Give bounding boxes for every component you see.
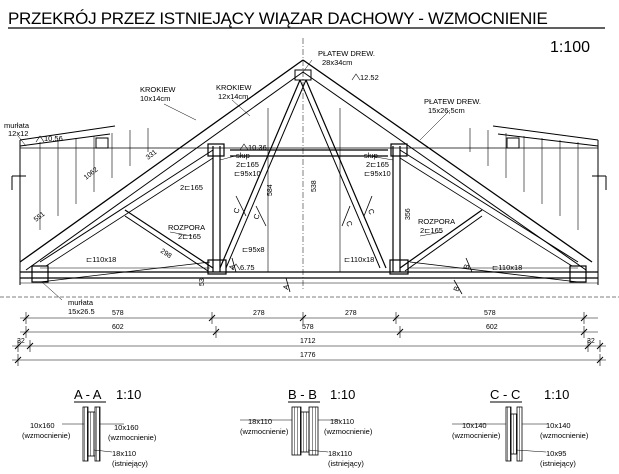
- wallplate-bottom-name: murłata: [68, 298, 94, 307]
- dim-row3-b: 1712: [300, 338, 316, 345]
- section-mark-a1: A: [281, 284, 291, 291]
- rafter1-name: KROKIEW: [140, 85, 176, 94]
- dim-row3-c: 32: [587, 338, 595, 345]
- section-cc-right-size: 10x140: [546, 421, 571, 430]
- ridge-purlin-name: PŁATEW DREW.: [318, 49, 375, 58]
- post-right-plate: ⊏95x10: [364, 169, 391, 178]
- dim-row4: 1776: [300, 352, 316, 359]
- dim-584: 584: [267, 184, 274, 196]
- gusset-plate: ⊏95x8: [242, 245, 265, 254]
- section-mark-c2: C: [251, 212, 262, 221]
- section-bb-right-size: 18x110: [330, 417, 354, 426]
- elev-675: 6.75: [240, 263, 255, 272]
- dim-row1-b: 278: [253, 310, 265, 317]
- section-bb-left-note: (wzmocnienie): [240, 427, 289, 436]
- section-markers: [231, 195, 473, 295]
- ridge-purlin-size: 28x34cm: [322, 58, 352, 67]
- dim-row3-a: 32: [17, 338, 25, 345]
- dim-row1-a: 578: [112, 310, 124, 317]
- dim-row1-d: 578: [484, 310, 496, 317]
- elev-1252: 12.52: [360, 73, 379, 82]
- section-aa-right-note: (wzmocnienie): [108, 433, 157, 442]
- bar-center: ⊏110x18: [344, 255, 374, 264]
- dim-row2-b: 578: [302, 324, 314, 331]
- roof-truss: [0, 38, 619, 298]
- elev-1056: 10.56: [44, 134, 63, 143]
- right-purlin-name: PŁATEW DREW.: [424, 97, 481, 106]
- section-mark-c3: C: [344, 220, 355, 229]
- rafter2-name: KROKIEW: [216, 83, 252, 92]
- post-right-profile: 2⊏165: [366, 160, 389, 169]
- post-left-plate: ⊏95x10: [234, 169, 261, 178]
- dim-row2-a: 602: [112, 324, 124, 331]
- section-bb-bottom-size: 18x110: [328, 449, 352, 458]
- section-bb-right-note: (wzmocnienie): [324, 427, 373, 436]
- rafter1-size: 10x14cm: [140, 94, 170, 103]
- dim-1062: 1062: [83, 166, 100, 181]
- section-bb-left-size: 18x110: [248, 417, 272, 426]
- section-bb-title: B - B: [288, 387, 317, 402]
- elevation-marks: [35, 73, 361, 271]
- section-bb-scale: 1:10: [330, 387, 355, 402]
- dim-53: 53: [199, 278, 206, 286]
- section-mark-b2: B: [451, 285, 461, 293]
- section-mark-c4: C: [366, 208, 377, 217]
- wallplate-left-name: murłata: [4, 121, 30, 130]
- elev-1036: 10.36: [248, 143, 267, 152]
- section-cc: C - C 1:10 10x140 (wzmocnienie) 10x140 (…: [452, 387, 589, 468]
- section-cc-scale: 1:10: [544, 387, 569, 402]
- dim-row1-c: 278: [345, 310, 357, 317]
- post-left-profile: 2⊏165: [236, 160, 259, 169]
- section-bb-bottom-note: (istniejący): [328, 459, 364, 468]
- brace-profile: 2⊏165: [180, 183, 203, 192]
- strut-left-name: ROZPORA: [168, 223, 205, 232]
- drawing-scale: 1:100: [550, 39, 590, 56]
- dimension-lines: [12, 312, 606, 366]
- strut-left-profile: 2⊏165: [178, 232, 201, 241]
- dim-331: 331: [145, 149, 159, 162]
- strut-right-name: ROZPORA: [418, 217, 455, 226]
- section-aa-bottom-note: (istniejący): [112, 459, 148, 468]
- section-cc-left-note: (wzmocnienie): [452, 431, 501, 440]
- section-cc-left-size: 10x140: [462, 421, 487, 430]
- leader-lines: [17, 59, 451, 301]
- rafter2-size: 12x14cm: [218, 92, 248, 101]
- section-aa: A - A 1:10 10x160 (wzmocnienie) 10x160 (…: [22, 387, 157, 468]
- section-aa-scale: 1:10: [116, 387, 141, 402]
- post-left-name: słup: [236, 151, 250, 160]
- section-mark-a2: A: [227, 264, 237, 271]
- drawing-title: PRZEKRÓJ PRZEZ ISTNIEJĄCY WIĄZAR DACHOWY…: [8, 9, 547, 28]
- section-mark-b1: B: [461, 263, 471, 271]
- dim-298: 298: [159, 248, 173, 260]
- strut-right-profile: 2⊏165: [420, 226, 443, 235]
- section-aa-left-note: (wzmocnienie): [22, 431, 71, 440]
- section-aa-right-size: 10x160: [114, 423, 139, 432]
- section-cc-title: C - C: [490, 387, 520, 402]
- bar-right: ⊏110x18: [492, 263, 522, 272]
- section-aa-left-size: 10x160: [30, 421, 55, 430]
- dim-356: 356: [405, 208, 412, 220]
- section-aa-title: A - A: [74, 387, 102, 402]
- bar-left: ⊏110x18: [86, 255, 116, 264]
- section-mark-c1: C: [231, 206, 242, 215]
- post-right-name: słup: [364, 151, 378, 160]
- section-cc-bottom-size: 10x95: [546, 449, 566, 458]
- wallplate-bottom-size: 15x26.5: [68, 307, 95, 316]
- section-cc-bottom-note: (istniejący): [540, 459, 576, 468]
- section-cc-right-note: (wzmocnienie): [540, 431, 589, 440]
- dimension-ticks: [14, 314, 604, 364]
- section-bb: B - B 1:10 18x110 (wzmocnienie) 18x110 (…: [240, 387, 373, 468]
- dim-538: 538: [311, 180, 318, 192]
- wallplate-left-size: 12x12: [8, 129, 28, 138]
- right-purlin-size: 15x26,5cm: [428, 106, 465, 115]
- section-aa-bottom-size: 18x110: [112, 449, 136, 458]
- dim-row2-c: 602: [486, 324, 498, 331]
